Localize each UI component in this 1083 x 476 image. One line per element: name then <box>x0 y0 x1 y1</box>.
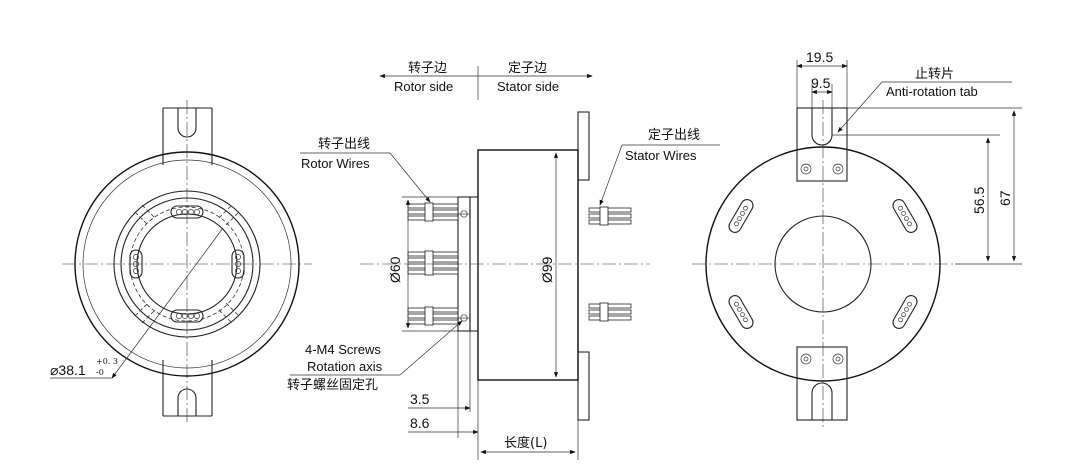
stator-diameter: Ø99 <box>539 256 555 283</box>
rotor-wires-leader <box>389 152 431 203</box>
bore-tolerance-upper: +0. 3 <box>96 357 118 366</box>
stator-wire-pod-2 <box>892 199 918 233</box>
length-label: 长度(L) <box>504 435 547 451</box>
stator-wire-pod-4 <box>892 295 918 329</box>
anti-rotation-tab-top <box>796 107 848 182</box>
rotor-wire-group-mid <box>407 250 459 276</box>
front-view-rotor: ⌀38.1 +0. 3 -0 <box>50 100 312 425</box>
screws-label-cn: 转子螺丝固定孔 <box>287 378 378 393</box>
screws-leader <box>399 320 463 376</box>
tab-bottom-slot <box>811 382 833 420</box>
height-outer: 67 <box>997 190 1013 206</box>
stator-wire-group-top <box>588 206 632 226</box>
stator-wire-pod-3 <box>728 295 754 329</box>
rotor-wires-cn: 转子出线 <box>318 137 370 152</box>
bottom-tab-outline <box>162 360 213 417</box>
tab-top-slot <box>811 108 833 146</box>
tab-width: 19.5 <box>806 49 833 65</box>
anti-rotation-cn: 止转片 <box>915 67 954 82</box>
front-view-stator: 19.5 9.5 止转片 Anti-rotation tab 56.5 67 <box>692 49 1022 430</box>
stator-wires-cn: 定子出线 <box>648 128 700 143</box>
rotor-side-en: Rotor side <box>394 79 453 94</box>
rotor-wires <box>407 202 470 326</box>
rotor-diameter: Ø60 <box>387 256 403 283</box>
rotor-wires-en: Rotor Wires <box>301 156 370 171</box>
top-tab-slot <box>177 108 197 138</box>
screws-label-en: 4-M4 Screws <box>305 342 381 357</box>
tab-slot: 9.5 <box>811 75 831 91</box>
flange-thickness: 3.5 <box>410 391 430 407</box>
flange-total: 8.6 <box>410 415 430 431</box>
stator-flange-top <box>577 111 590 181</box>
anti-rotation-leader <box>837 81 883 133</box>
stator-wire-group-bottom <box>588 302 632 322</box>
stator-side-cn: 定子边 <box>508 61 547 76</box>
stator-wires-leader <box>599 144 623 206</box>
stator-wires-en: Stator Wires <box>625 148 697 163</box>
tab-bottom-hole-left <box>800 353 812 365</box>
tab-bottom-hole-right <box>832 353 844 365</box>
rotor-side-cn: 转子边 <box>408 61 447 76</box>
rotation-axis-label: Rotation axis <box>307 359 383 374</box>
stator-side-en: Stator side <box>497 79 559 94</box>
tab-top-hole-right <box>832 163 844 175</box>
anti-rotation-en: Anti-rotation tab <box>886 84 978 99</box>
stator-wire-pod-1 <box>728 199 754 233</box>
tab-top-hole-left <box>800 163 812 175</box>
rotor-wire-group-bottom <box>407 306 459 326</box>
bore-dim-leader <box>111 227 224 379</box>
rotor-wire-group-top <box>407 202 459 222</box>
bore-tolerance-lower: -0 <box>96 368 104 377</box>
side-view: 转子边 Rotor side 定子边 Stator side <box>287 61 720 460</box>
screw-hole-marks <box>134 204 240 324</box>
stator-wires <box>588 206 632 322</box>
bore-dimension: ⌀38.1 <box>50 362 86 378</box>
stator-flange-bottom <box>577 351 590 421</box>
anti-rotation-tab-bottom <box>796 346 848 421</box>
height-inner: 56.5 <box>971 187 987 214</box>
stator-body <box>477 149 579 381</box>
